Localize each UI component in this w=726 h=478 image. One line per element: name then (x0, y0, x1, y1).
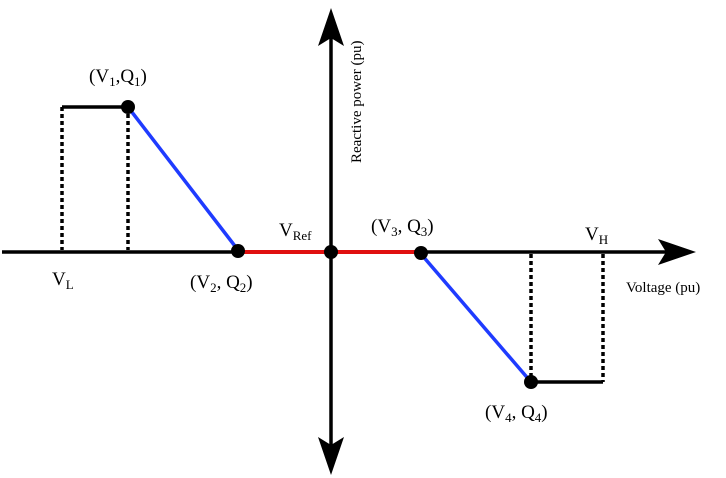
label-vref: VRef (279, 220, 312, 243)
label-v4-q4: (V4, Q4) (485, 402, 548, 425)
label-v1-q1: (V1,Q1) (89, 66, 147, 89)
y-axis-arrowhead-up (318, 8, 344, 46)
y-axis-label: Reactive power (pu) (349, 41, 365, 163)
point-v1-q1 (121, 100, 135, 114)
label-v3-q3: (V3, Q3) (371, 216, 434, 239)
x-axis-arrowhead (658, 239, 696, 265)
label-vl: VL (52, 269, 74, 292)
point-v3-q3 (414, 246, 428, 260)
right-droop-segment (419, 252, 533, 384)
y-axis (318, 8, 344, 475)
label-vh: VH (585, 224, 608, 247)
point-vref (324, 245, 338, 259)
point-v4-q4 (524, 375, 538, 389)
label-v2-q2: (V2, Q2) (190, 272, 253, 295)
left-droop-segment (126, 105, 240, 252)
dashed-guides (60, 107, 605, 382)
y-axis-arrowhead-down (318, 437, 344, 475)
point-v2-q2 (231, 244, 245, 258)
x-axis-label: Voltage (pu) (626, 280, 700, 296)
